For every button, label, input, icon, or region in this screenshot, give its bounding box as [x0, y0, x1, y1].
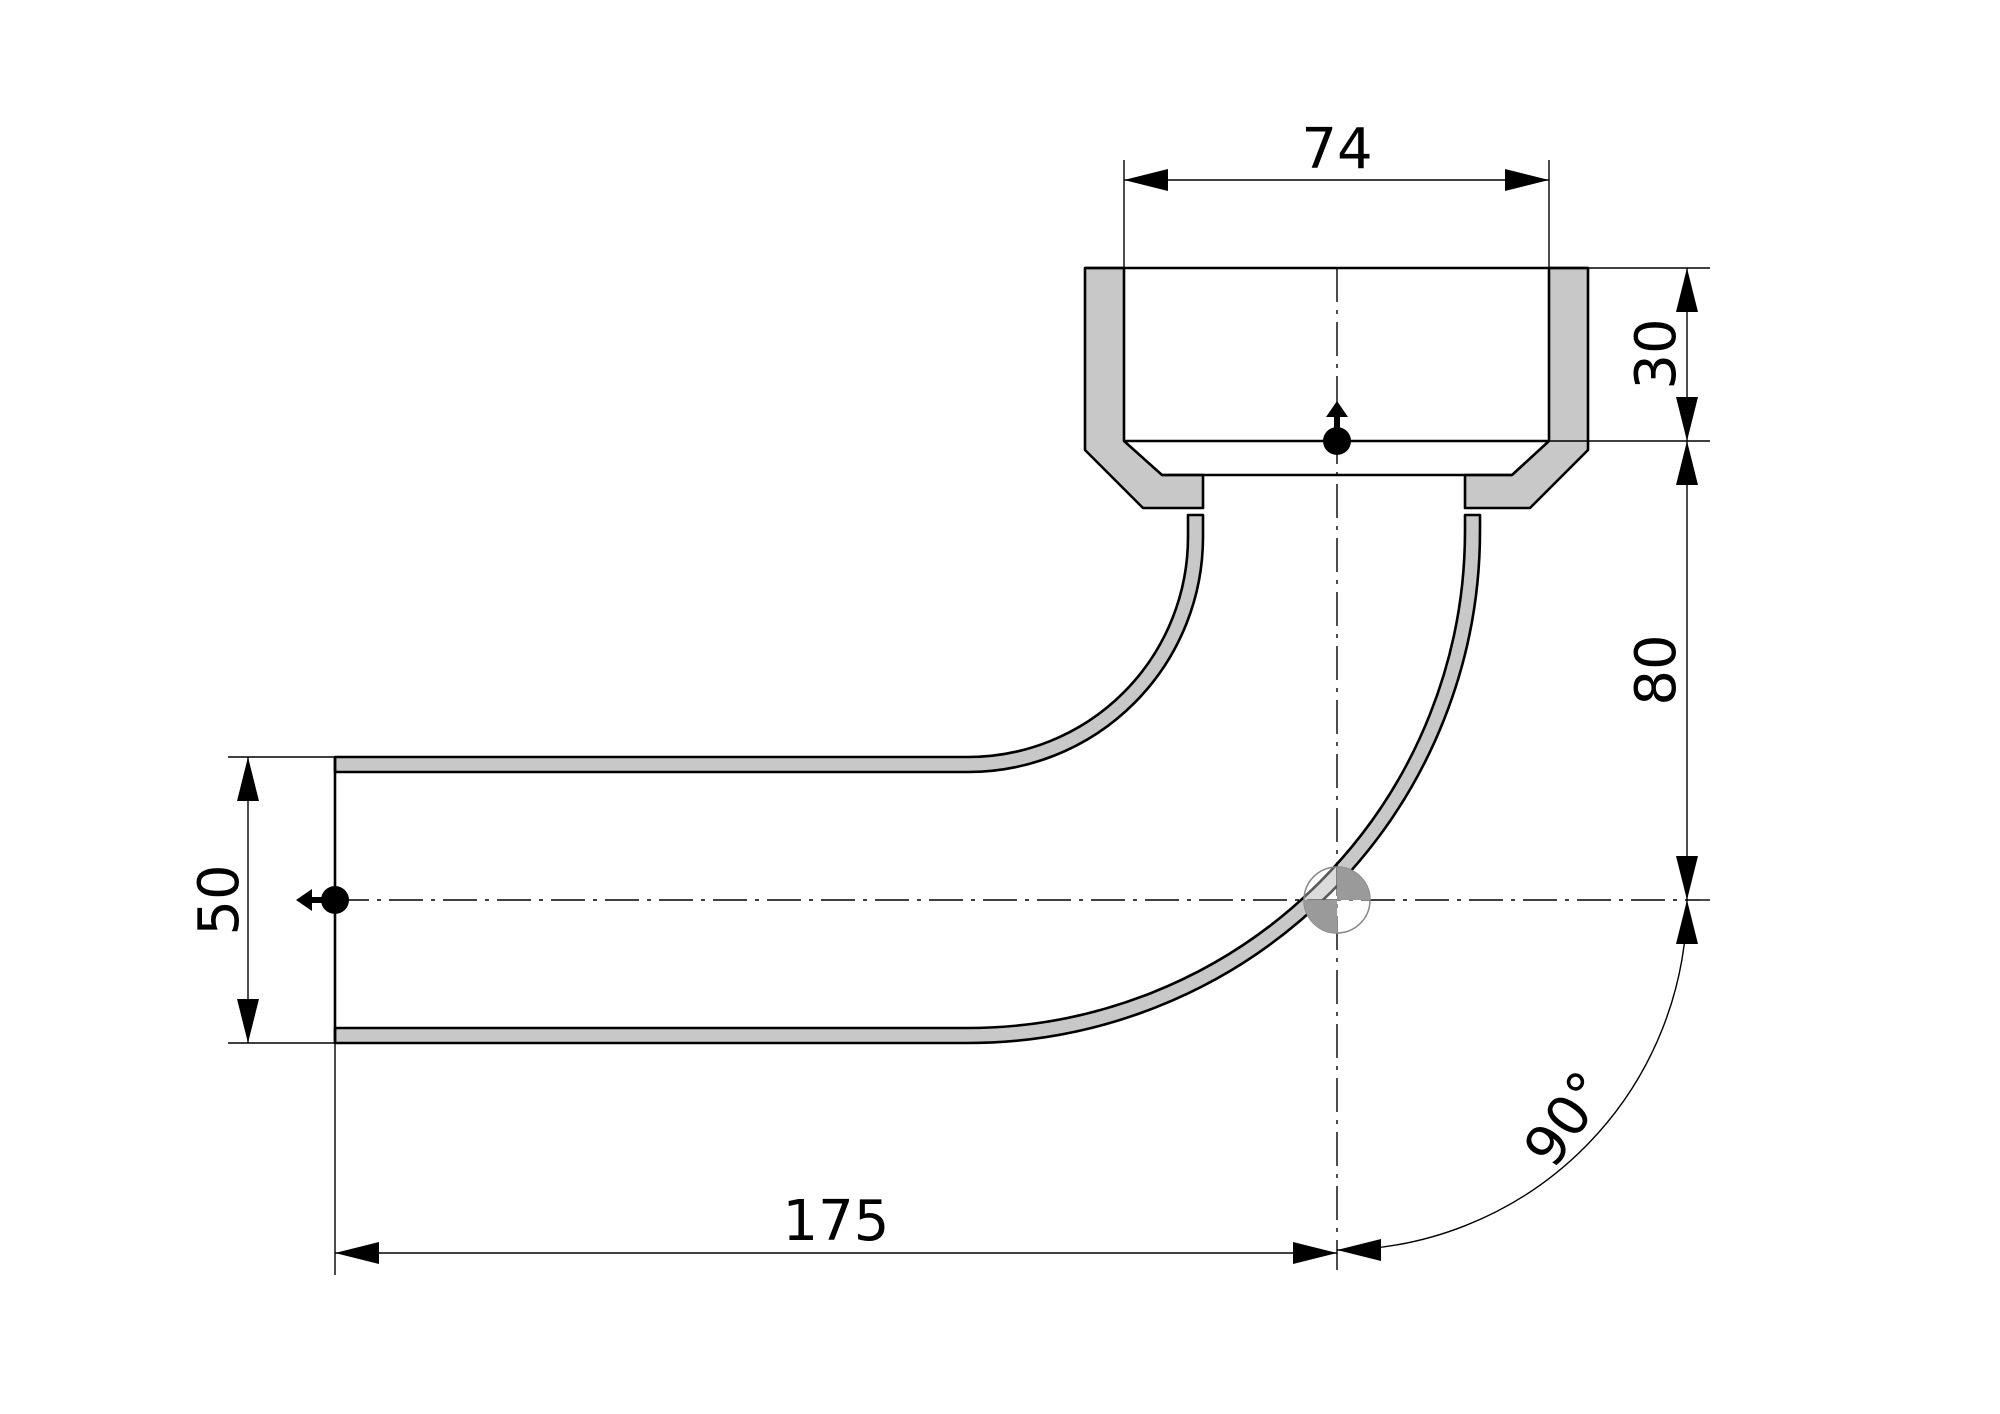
connection-point-top — [1323, 401, 1351, 455]
dimension-pipe-diameter: 50 — [187, 756, 335, 1044]
dimension-vertical-offset: 80 — [1624, 441, 1710, 901]
dimension-outlet-width: 74 — [1123, 117, 1550, 268]
bend-origin-symbol — [1303, 866, 1371, 934]
dimension-socket-depth: 30 — [1549, 267, 1710, 442]
outlet-width-label: 74 — [1301, 117, 1372, 182]
connection-point-left — [296, 886, 349, 914]
socket-depth-label: 30 — [1624, 318, 1689, 389]
dimension-bend-angle: 90° — [1336, 899, 1698, 1261]
vertical-offset-label: 80 — [1624, 634, 1689, 705]
pipe-top-wall — [333, 513, 1205, 774]
bend-angle-label: 90° — [1512, 1060, 1622, 1179]
elbow-body — [333, 266, 1590, 1045]
horizontal-length-label: 175 — [783, 1189, 890, 1254]
pipe-bottom-wall — [333, 513, 1482, 1045]
dimension-horizontal-length: 175 — [334, 1043, 1337, 1275]
pipe-diameter-label: 50 — [187, 864, 252, 935]
socket-right-wall — [1463, 266, 1590, 510]
socket-left-wall — [1083, 266, 1205, 510]
